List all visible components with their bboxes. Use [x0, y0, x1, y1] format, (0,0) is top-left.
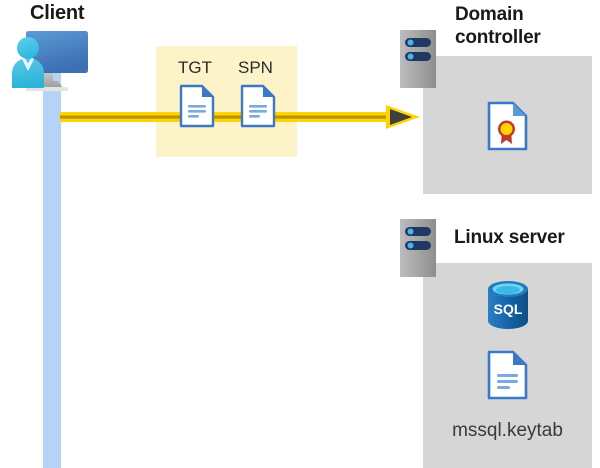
keytab-filename-label: mssql.keytab — [452, 420, 563, 441]
spn-label: SPN — [238, 58, 273, 77]
client-lifeline-bar — [43, 68, 61, 468]
spn-document-icon — [240, 84, 276, 128]
svg-text:SQL: SQL — [494, 301, 523, 317]
sql-database-icon: SQL — [485, 279, 531, 331]
client-to-domain-controller-arrow — [60, 104, 420, 130]
keytab-document-icon — [487, 350, 528, 400]
tgt-label: TGT — [178, 58, 212, 77]
user-at-monitor-icon — [6, 26, 92, 102]
certificate-document-icon — [487, 101, 528, 151]
domain-controller-server-rack-icon — [400, 30, 436, 88]
client-title: Client — [30, 2, 85, 24]
linux-server-title: Linux server — [454, 227, 565, 248]
domain-controller-title: Domain controller — [455, 4, 541, 48]
tgt-document-icon — [179, 84, 215, 128]
linux-server-rack-icon — [400, 219, 436, 277]
